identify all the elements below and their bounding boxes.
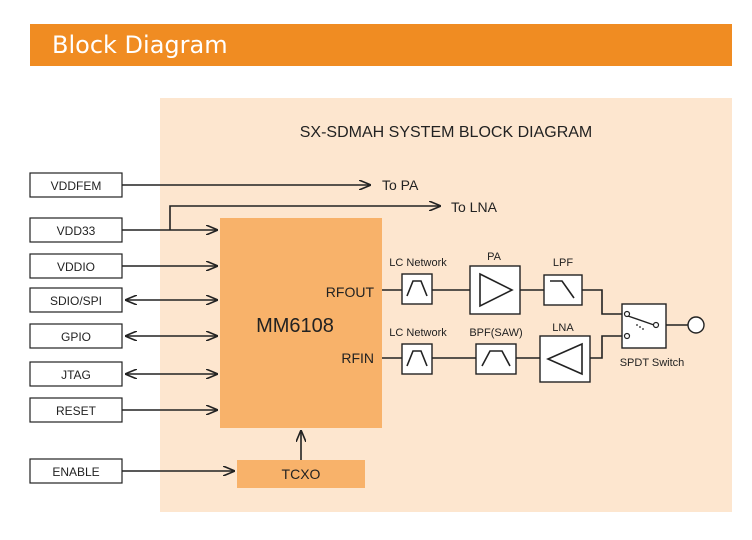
jtag-label: JTAG <box>61 368 91 382</box>
sdio-box <box>29 287 123 313</box>
reset-box <box>29 397 123 423</box>
tcxo-label: TCXO <box>282 466 321 482</box>
vdd33-box <box>29 217 123 243</box>
sdio-label: SDIO/SPI <box>50 294 102 308</box>
enable-box <box>29 458 123 484</box>
mm6108-chip <box>220 218 382 428</box>
tx-lc-network-label: LC Network <box>389 257 447 269</box>
chip-label: MM6108 <box>256 315 334 337</box>
vdd33-label: VDD33 <box>57 224 96 238</box>
reset-label: RESET <box>56 404 97 418</box>
diagram-title: SX-SDMAH SYSTEM BLOCK DIAGRAM <box>300 124 593 141</box>
lna-amplifier <box>539 335 591 383</box>
vddio-box <box>29 253 123 279</box>
enable-label: ENABLE <box>52 465 99 479</box>
antenna-icon <box>687 316 705 334</box>
to-pa-label: To PA <box>382 177 419 193</box>
tcxo-block <box>237 460 365 488</box>
vddfem-box <box>29 172 123 198</box>
rx-lc-network-label: LC Network <box>389 327 447 339</box>
lpf-filter <box>543 274 583 306</box>
section-header-bar <box>30 24 732 66</box>
to-lna-label: To LNA <box>451 199 498 215</box>
rfin-pin-label: RFIN <box>341 350 374 366</box>
pa-label: PA <box>487 251 502 263</box>
pa-amplifier <box>469 265 521 315</box>
gpio-box <box>29 323 123 349</box>
bpf-saw-filter <box>475 343 517 375</box>
vdd33-to-lna-arrow <box>169 206 440 230</box>
tx-lc-network-filter <box>401 273 433 305</box>
section-title: Block Diagram <box>52 31 228 59</box>
jtag-box <box>29 361 123 387</box>
gpio-label: GPIO <box>61 330 91 344</box>
rx-lc-network-filter <box>401 343 433 375</box>
vddio-label: VDDIO <box>57 260 95 274</box>
spdt-switch <box>621 303 667 349</box>
vddfem-label: VDDFEM <box>51 179 102 193</box>
lpf-label: LPF <box>553 257 573 269</box>
bpf-label: BPF(SAW) <box>469 327 522 339</box>
rfout-pin-label: RFOUT <box>326 284 375 300</box>
spdt-switch-label: SPDT Switch <box>620 357 685 369</box>
lna-label: LNA <box>552 322 574 334</box>
